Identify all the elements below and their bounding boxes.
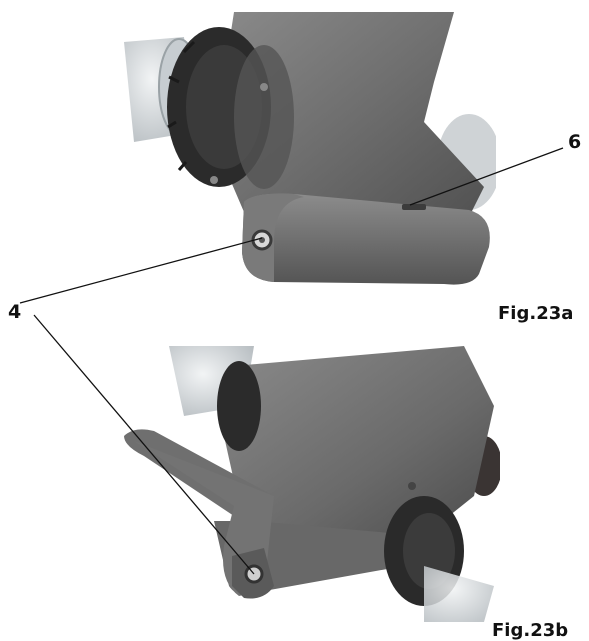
callout-4: 4 (8, 301, 22, 323)
figure-23b-photo (124, 346, 500, 622)
figure-23a-photo (124, 12, 496, 285)
figure-caption-23b: Fig.23b (492, 620, 569, 641)
figure-caption-23a: Fig.23a (498, 303, 574, 324)
callout-6: 6 (568, 131, 582, 153)
